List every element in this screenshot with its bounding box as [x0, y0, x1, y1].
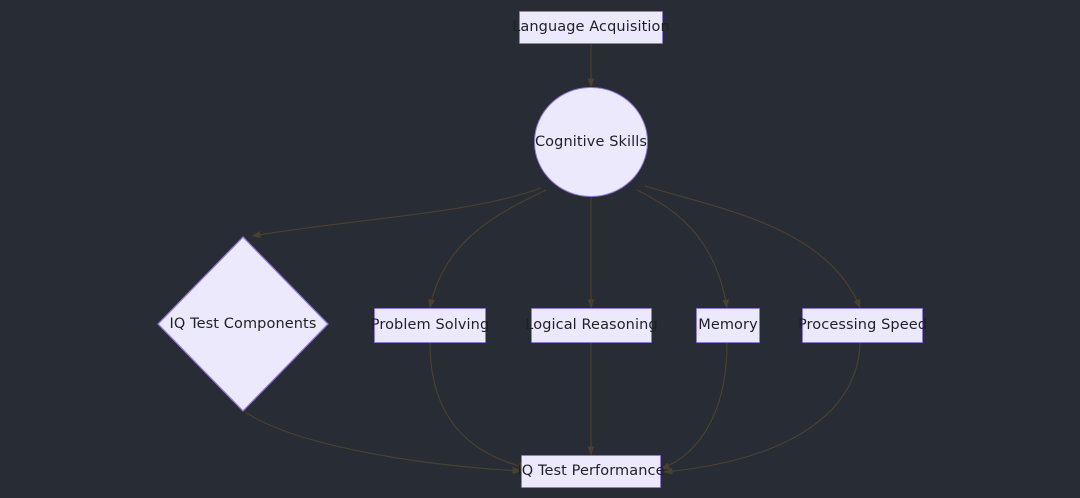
node-label: Cognitive Skills [534, 133, 648, 150]
node-label: Memory [698, 317, 758, 334]
node-label: IQ Test Components [169, 315, 317, 332]
edge-cognitive-to-memory [636, 189, 730, 309]
node-label: Language Acquisition [512, 19, 670, 36]
node-memory[interactable]: Memory [696, 308, 760, 343]
edge-processing-speed-to-performance [663, 342, 861, 475]
edge-problem-solving-to-performance [429, 342, 528, 470]
node-problem-solving[interactable]: Problem Solving [371, 308, 489, 343]
node-logical-reasoning[interactable]: Logical Reasoning [525, 308, 658, 343]
node-cognitive-skills[interactable]: Cognitive Skills [534, 87, 648, 197]
node-label: IQ Test Performance [517, 463, 665, 480]
edge-cognitive-to-iq-components [251, 187, 542, 239]
node-iq-test-performance[interactable]: IQ Test Performance [517, 455, 665, 488]
edge-cognitive-to-processing-speed [644, 185, 861, 309]
edge-memory-to-performance [660, 342, 728, 470]
node-label: Processing Speed [797, 317, 928, 334]
node-language-acquisition[interactable]: Language Acquisition [512, 11, 670, 44]
diamond-shape [157, 236, 329, 412]
node-iq-test-components[interactable]: IQ Test Components [157, 236, 329, 412]
node-processing-speed[interactable]: Processing Speed [798, 308, 927, 343]
node-label: Problem Solving [370, 317, 490, 334]
edge-iq-components-to-performance [244, 411, 522, 475]
node-label: Logical Reasoning [525, 317, 658, 334]
edge-cognitive-to-problem-solving [428, 189, 547, 309]
